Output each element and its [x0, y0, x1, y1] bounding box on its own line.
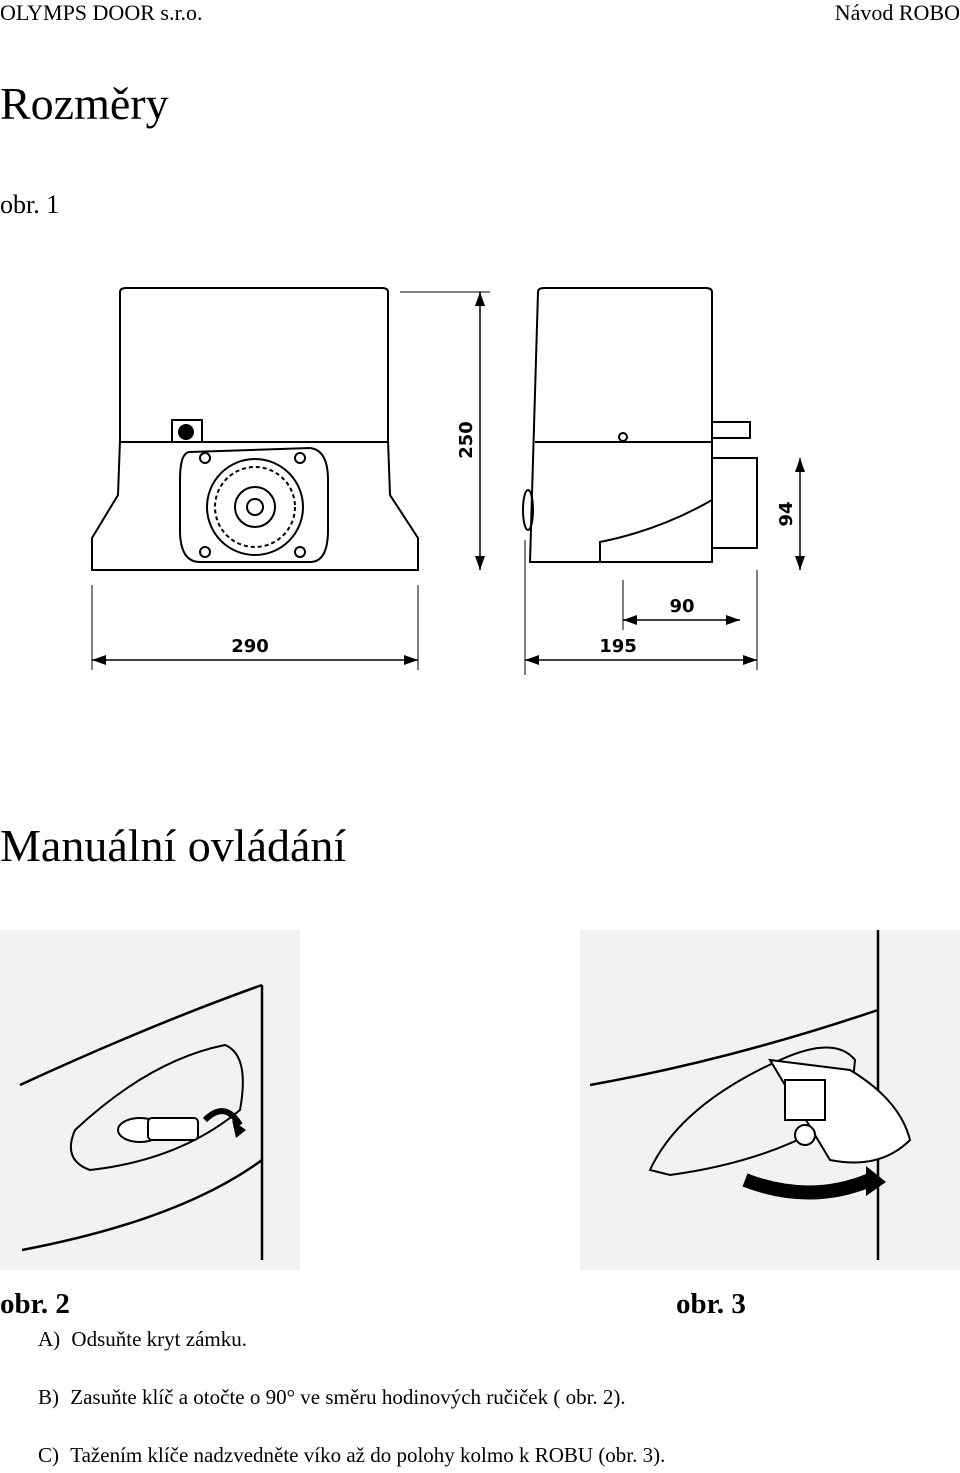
arrow-head — [92, 655, 106, 665]
section-heading-dimensions: Rozměry — [0, 78, 169, 129]
side-view-base-curve — [599, 499, 713, 562]
motor-flange — [179, 446, 329, 563]
pinion-gear — [711, 457, 758, 549]
lock-cover-recess — [648, 1046, 857, 1177]
figure-label-3: obr. 3 — [676, 1288, 746, 1320]
gear-hub-icon — [234, 486, 276, 528]
figure-background — [580, 930, 960, 1270]
figure-label-2: obr. 2 — [0, 1288, 70, 1320]
figure-label-1: obr. 1 — [0, 190, 60, 219]
dimension-label-depth: 195 — [599, 636, 637, 657]
step-letter: A) — [38, 1327, 61, 1351]
arrow-head — [525, 655, 539, 665]
housing-edge — [19, 983, 263, 1087]
lock-knob — [522, 489, 534, 531]
step-b: B) Zasuňte klíč a otočte o 90° ve směru … — [38, 1384, 626, 1410]
bolt-icon — [199, 546, 211, 558]
header-doc-title: Návod ROBO — [834, 0, 960, 25]
lock-cover — [171, 419, 203, 443]
dimension-label-height: 250 — [456, 421, 477, 459]
key-icon — [147, 1117, 199, 1141]
step-text: Tažením klíče nadzvedněte víko až do pol… — [70, 1443, 666, 1467]
dimension-label-width: 290 — [231, 636, 269, 657]
section-heading-manual-control: Manuální ovládání — [0, 820, 347, 871]
arrow-head — [866, 1166, 886, 1196]
front-view-body — [91, 287, 419, 571]
housing-edge — [21, 1158, 263, 1252]
arrow-head — [404, 655, 418, 665]
bolt-icon — [199, 452, 211, 464]
arrow-head — [795, 458, 805, 472]
figure-3-illustration — [580, 930, 960, 1270]
bolt-icon — [294, 452, 306, 464]
figure-background — [0, 930, 300, 1270]
side-view-body — [528, 287, 713, 563]
arrow-head — [743, 655, 757, 665]
step-c: C) Tažením klíče nadzvedněte víko až do … — [38, 1442, 665, 1468]
lock-mechanism — [784, 1079, 826, 1121]
arrow-head — [475, 292, 485, 306]
key-icon — [794, 1124, 816, 1146]
dimension-label-offset: 90 — [669, 596, 694, 617]
figure-2-illustration — [0, 930, 300, 1270]
step-text: Odsuňte kryt zámku. — [71, 1327, 247, 1351]
arrow-head — [623, 615, 637, 625]
gear-teeth-icon — [214, 466, 296, 548]
screw-icon — [618, 432, 628, 442]
lock-cover-recess — [70, 1043, 244, 1172]
dimension-label-base: 94 — [776, 501, 797, 526]
lift-arrow-icon — [742, 1173, 873, 1200]
lock-icon — [178, 424, 194, 440]
motor-shaft — [711, 421, 751, 439]
arrow-head — [795, 556, 805, 570]
header-company: OLYMPS DOOR s.r.o. — [0, 0, 203, 25]
bolt-icon — [294, 546, 306, 558]
step-letter: C) — [38, 1443, 59, 1467]
arrow-head — [726, 615, 740, 625]
arrow-head — [475, 556, 485, 570]
housing-edge — [589, 1008, 879, 1087]
step-text: Zasuňte klíč a otočte o 90° ve směru hod… — [70, 1385, 626, 1409]
arrow-head — [232, 1120, 246, 1138]
step-letter: B) — [38, 1385, 59, 1409]
step-a: A) Odsuňte kryt zámku. — [38, 1326, 247, 1352]
gear-outer-icon — [206, 458, 304, 556]
dimension-drawing: 250 290 195 90 94 — [91, 287, 805, 675]
gear-shaft-icon — [246, 498, 264, 516]
rotate-arrow-icon — [202, 1108, 243, 1127]
